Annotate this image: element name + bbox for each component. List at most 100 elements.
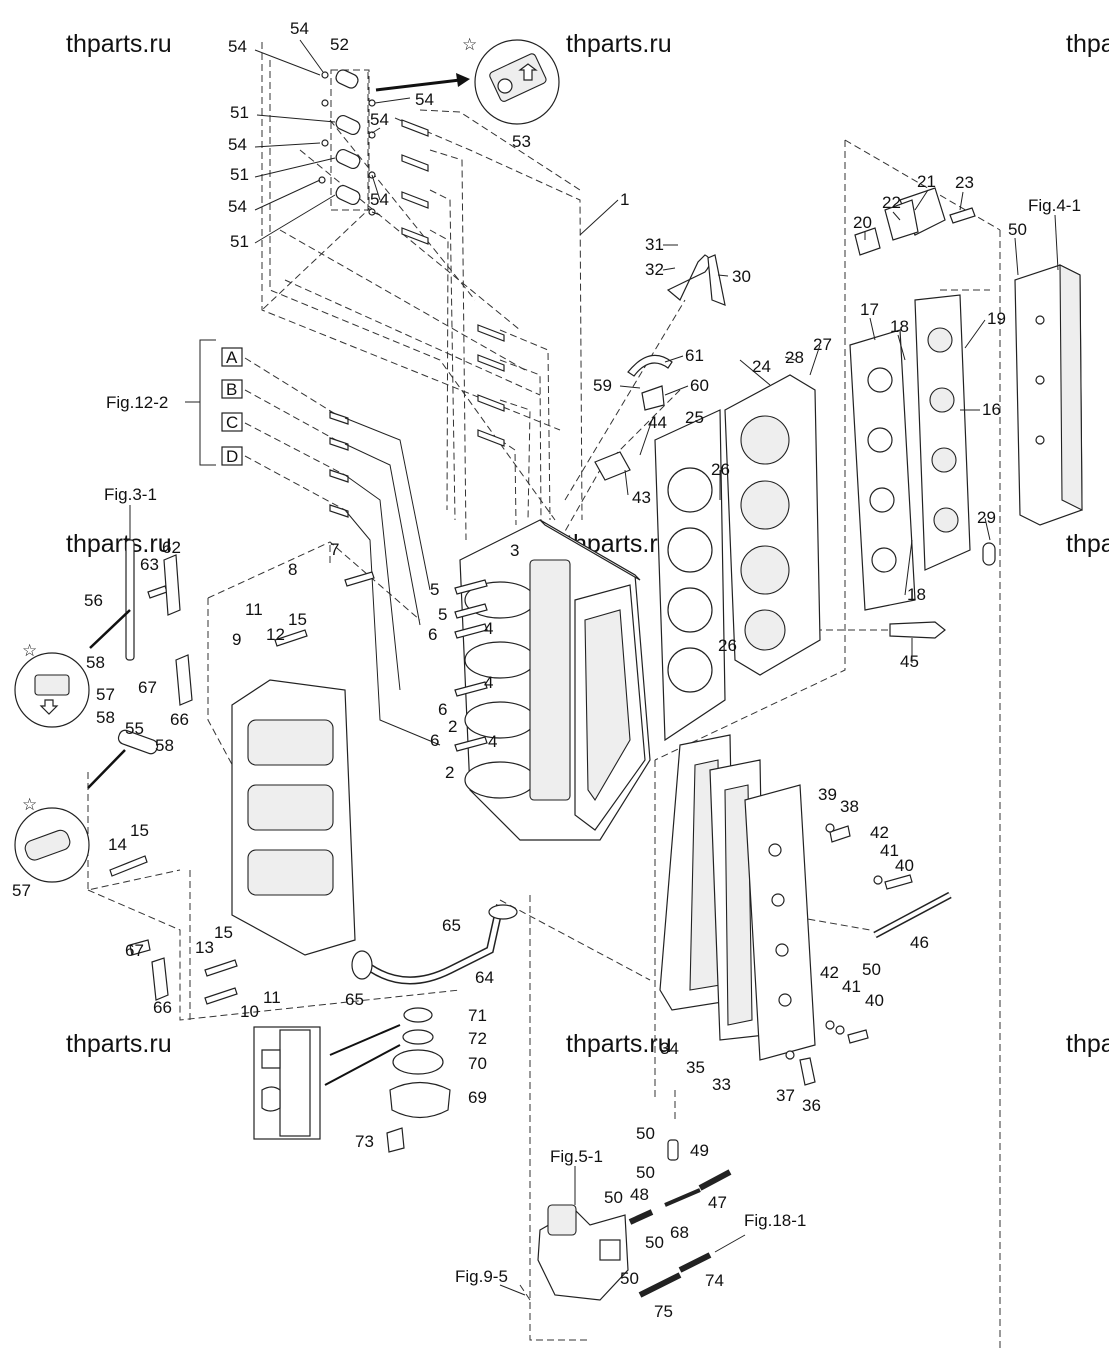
stud-bolts-group — [401, 119, 505, 447]
box-label-a: A — [226, 348, 238, 367]
detail-circle-57-bottom: ☆ — [14, 795, 90, 883]
block-43 — [594, 451, 631, 481]
pipe-56 — [125, 539, 135, 661]
callout: 18 — [890, 317, 909, 336]
callout: 41 — [842, 977, 861, 996]
watermark: thparts.ru — [66, 30, 172, 58]
callout: 9 — [232, 630, 241, 649]
callout-leader-lines — [254, 39, 1019, 663]
callout: 60 — [690, 376, 709, 395]
callout: 54 — [228, 37, 247, 56]
callout: 15 — [130, 821, 149, 840]
seal-detail-box — [253, 1026, 321, 1140]
callout: 57 — [12, 881, 31, 900]
callout: 67 — [138, 678, 157, 697]
callout: 40 — [895, 856, 914, 875]
star-mark: ☆ — [22, 795, 37, 814]
callout: 20 — [853, 213, 872, 232]
callout: 25 — [685, 408, 704, 427]
figure-ref-18-1[interactable]: Fig.18-1 — [744, 1211, 806, 1230]
callout: 53 — [512, 132, 531, 151]
watermark: thparts.ru — [66, 530, 172, 558]
callout: 15 — [214, 923, 233, 942]
callout: 6 — [438, 700, 447, 719]
detail-arrow — [89, 609, 131, 649]
callout: 66 — [153, 998, 172, 1017]
box-label-c: C — [226, 413, 238, 432]
callout: 65 — [345, 990, 364, 1009]
assembly-guide-lines — [87, 42, 1001, 1352]
figure-ref-3-1[interactable]: Fig.3-1 — [104, 485, 157, 504]
detail-arrow-head — [456, 73, 470, 87]
callout: 57 — [96, 685, 115, 704]
hose-75 — [638, 1272, 682, 1298]
callout: 4 — [488, 732, 497, 751]
callout: 36 — [802, 1096, 821, 1115]
callout: 73 — [355, 1132, 374, 1151]
callout: 65 — [442, 916, 461, 935]
callout: 63 — [140, 555, 159, 574]
callout: 41 — [880, 841, 899, 860]
detail-arrow — [375, 78, 461, 92]
callout: 29 — [977, 508, 996, 527]
callout: 11 — [263, 988, 281, 1007]
callout: 51 — [230, 232, 249, 251]
callout: 28 — [785, 348, 804, 367]
callout: 26 — [711, 460, 730, 479]
watermark: thparts.ru — [1066, 30, 1109, 58]
watermark: thparts.ru — [1066, 1030, 1109, 1058]
callout: 61 — [685, 346, 704, 365]
callout: 17 — [860, 300, 879, 319]
callout: 37 — [776, 1086, 795, 1105]
callout: 50 — [862, 960, 881, 979]
exhaust-cover-plates — [659, 734, 816, 1061]
pipe-46-inner — [874, 893, 951, 937]
callout: 12 — [266, 625, 285, 644]
star-mark: ☆ — [462, 35, 477, 54]
bracket-60 — [641, 385, 665, 411]
bolts-left — [109, 571, 375, 1005]
callout: 30 — [732, 267, 751, 286]
callout: 54 — [370, 110, 389, 129]
callout: 54 — [290, 19, 309, 38]
figure-ref-12-2[interactable]: Fig.12-2 — [106, 393, 168, 412]
joint-68 — [664, 1188, 701, 1207]
callout: 54 — [415, 90, 434, 109]
callout: 52 — [330, 35, 349, 54]
callout: 40 — [865, 991, 884, 1010]
callout: 32 — [645, 260, 664, 279]
callout: 34 — [660, 1039, 679, 1058]
pin-55 — [117, 729, 159, 755]
callout: 2 — [448, 717, 457, 736]
callout: 55 — [125, 719, 144, 738]
callout: 51 — [230, 103, 249, 122]
figure-ref-9-5[interactable]: Fig.9-5 — [455, 1267, 508, 1286]
figure-ref-4-1[interactable]: Fig.4-1 — [1028, 196, 1081, 215]
callout: 59 — [593, 376, 612, 395]
callout: 15 — [288, 610, 307, 629]
callout: 64 — [475, 968, 494, 987]
pump-assembly — [537, 1204, 629, 1301]
callout: 8 — [288, 560, 297, 579]
callout: 42 — [870, 823, 889, 842]
callout: 6 — [430, 731, 439, 750]
cylinder-head — [724, 374, 821, 676]
dowel-pins-group — [318, 69, 376, 216]
box-label-d: D — [226, 447, 238, 466]
callout: 27 — [813, 335, 832, 354]
crankcase-left — [231, 679, 356, 956]
callout: 31 — [645, 235, 664, 254]
bolts-right — [785, 823, 913, 1086]
thermostat-parts — [854, 187, 976, 256]
callout: 26 — [718, 636, 737, 655]
callout: 58 — [96, 708, 115, 727]
callout: 45 — [900, 652, 919, 671]
callout: 66 — [170, 710, 189, 729]
callout: 50 — [636, 1163, 655, 1182]
callout: 22 — [882, 193, 901, 212]
callout: 54 — [228, 197, 247, 216]
bracket-30 — [666, 254, 726, 306]
callout: 56 — [84, 591, 103, 610]
figure-ref-5-1[interactable]: Fig.5-1 — [550, 1147, 603, 1166]
